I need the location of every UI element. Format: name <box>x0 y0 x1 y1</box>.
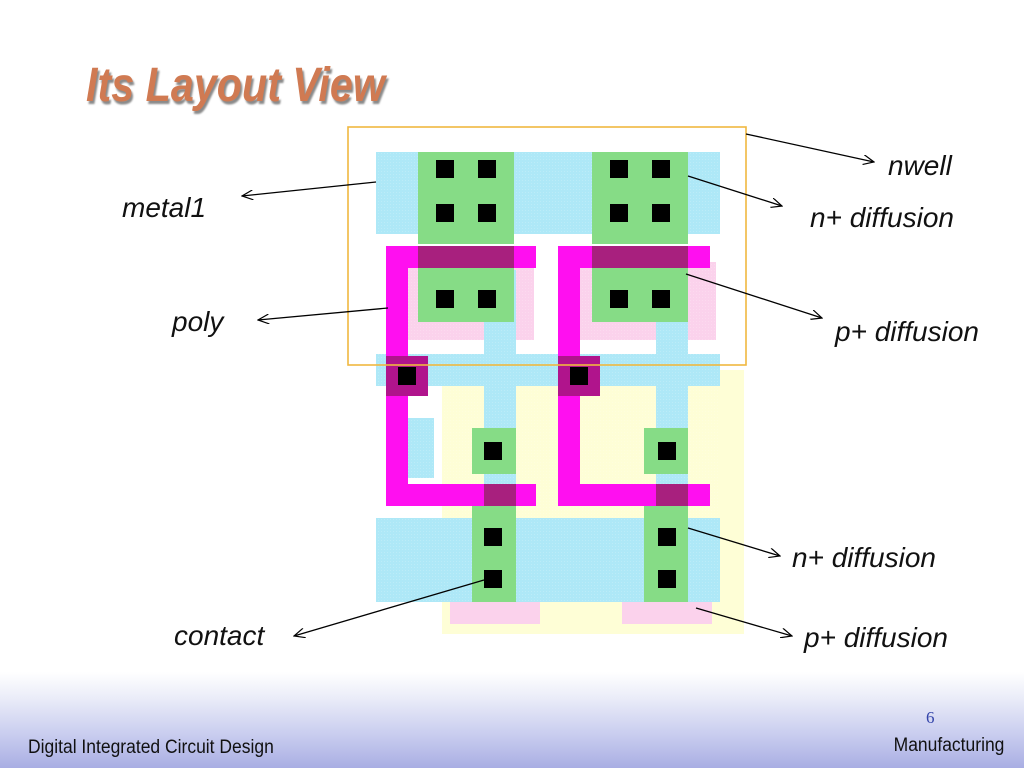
contact <box>484 528 502 546</box>
n-diffusion-mid-left <box>418 268 514 322</box>
n-diffusion-top-left <box>418 152 514 244</box>
contact <box>610 204 628 222</box>
n-diffusion-regions <box>418 152 688 602</box>
page-number: 6 <box>926 708 935 727</box>
label-poly: poly <box>172 306 224 337</box>
contact <box>570 367 588 385</box>
n-diffusion-mid-right <box>592 268 688 322</box>
label-n-diffusion-top: n+ diffusion <box>810 202 954 233</box>
contact <box>610 160 628 178</box>
contact <box>658 528 676 546</box>
label-nwell: nwell <box>888 150 952 181</box>
contact <box>658 570 676 588</box>
contact <box>478 204 496 222</box>
nwell-outline <box>347 126 747 366</box>
arrow-n-diffusion-top <box>687 175 782 206</box>
label-p-diffusion-top: p+ diffusion <box>835 316 979 347</box>
label-metal1: metal1 <box>122 192 207 223</box>
footer-band <box>0 672 1024 768</box>
contact <box>398 367 416 385</box>
arrow-p-diffusion-bottom <box>695 607 792 636</box>
label-p-diffusion-bottom: p+ diffusion <box>804 622 948 653</box>
label-contact: contact <box>174 620 265 651</box>
arrow-nwell <box>745 133 874 162</box>
arrow-poly <box>258 307 389 320</box>
contact <box>436 290 454 308</box>
n-diffusion-top-right <box>592 152 688 244</box>
footer-section-title: Manufacturing <box>893 735 1004 756</box>
contact <box>652 290 670 308</box>
contact <box>610 290 628 308</box>
contact <box>484 442 502 460</box>
arrow-p-diffusion-top <box>685 273 822 318</box>
contact <box>658 442 676 460</box>
contact <box>436 204 454 222</box>
contact <box>484 570 502 588</box>
arrow-n-diffusion-bottom <box>687 527 780 556</box>
label-n-diffusion-bottom: n+ diffusion <box>792 542 936 573</box>
slide-title: Its Layout View <box>86 59 385 112</box>
arrow-metal1 <box>242 181 377 196</box>
contact <box>652 204 670 222</box>
footer-course-title: Digital Integrated Circuit Design <box>28 737 274 758</box>
contact <box>478 160 496 178</box>
contact <box>478 290 496 308</box>
contact <box>652 160 670 178</box>
arrow-contact <box>294 579 485 636</box>
contact <box>436 160 454 178</box>
leader-arrows <box>242 133 874 636</box>
contacts <box>398 160 676 588</box>
